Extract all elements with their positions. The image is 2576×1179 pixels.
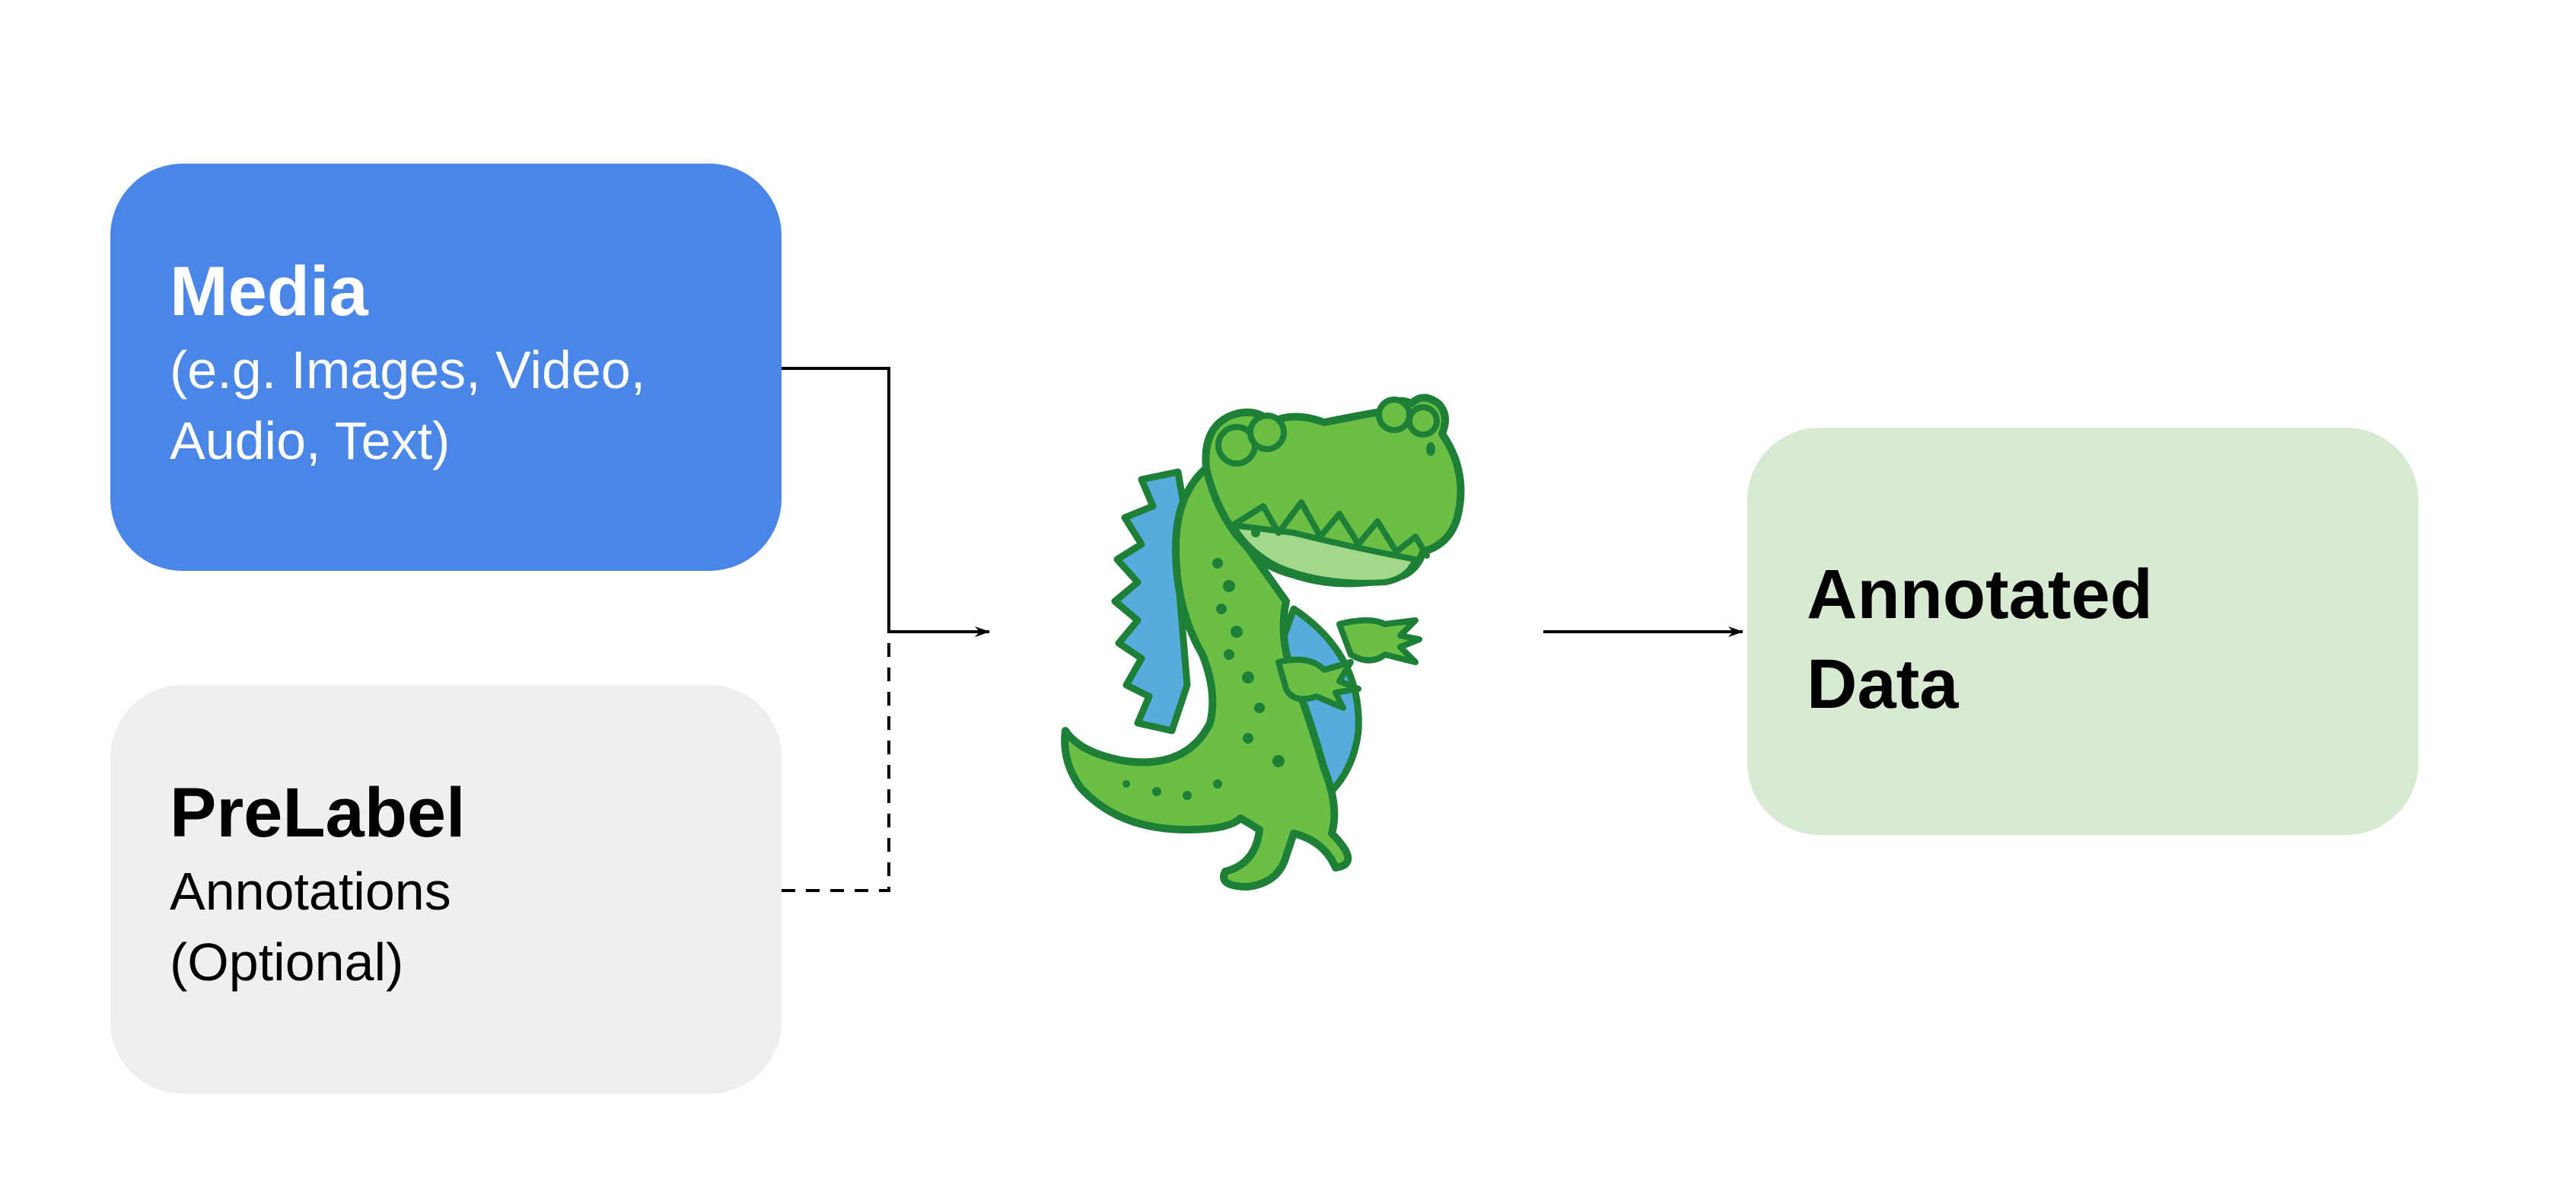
media-connector: [782, 367, 990, 637]
media-title: Media: [170, 253, 368, 330]
dinosaur-mascot-icon: [1061, 394, 1465, 891]
annotated-data-output-box: Annotated Data: [1747, 428, 2418, 835]
media-subtitle-line-1: (e.g. Images, Video,: [170, 339, 646, 400]
prelabel-input-box: PreLabel Annotations (Optional): [110, 685, 782, 1094]
dino-arm-right: [1336, 617, 1422, 665]
prelabel-subtitle-line-1: Annotations: [170, 861, 451, 921]
dino-jaw: [1230, 522, 1419, 586]
media-subtitle-line-2: Audio, Text): [170, 410, 451, 470]
media-input-box: Media (e.g. Images, Video, Audio, Text): [110, 164, 782, 571]
dino-arm-left: [1275, 656, 1361, 711]
prelabel-subtitle-line-2: (Optional): [170, 932, 404, 992]
dino-back-spikes: [1111, 468, 1191, 734]
output-title-line-2: Data: [1807, 645, 1959, 723]
output-title-line-1: Annotated: [1807, 556, 2153, 633]
dino-body: [1061, 464, 1352, 891]
prelabel-title: PreLabel: [170, 774, 466, 852]
prelabel-connector: [782, 632, 890, 892]
dino-teeth: [1230, 499, 1430, 559]
dino-spots: [1122, 528, 1285, 800]
